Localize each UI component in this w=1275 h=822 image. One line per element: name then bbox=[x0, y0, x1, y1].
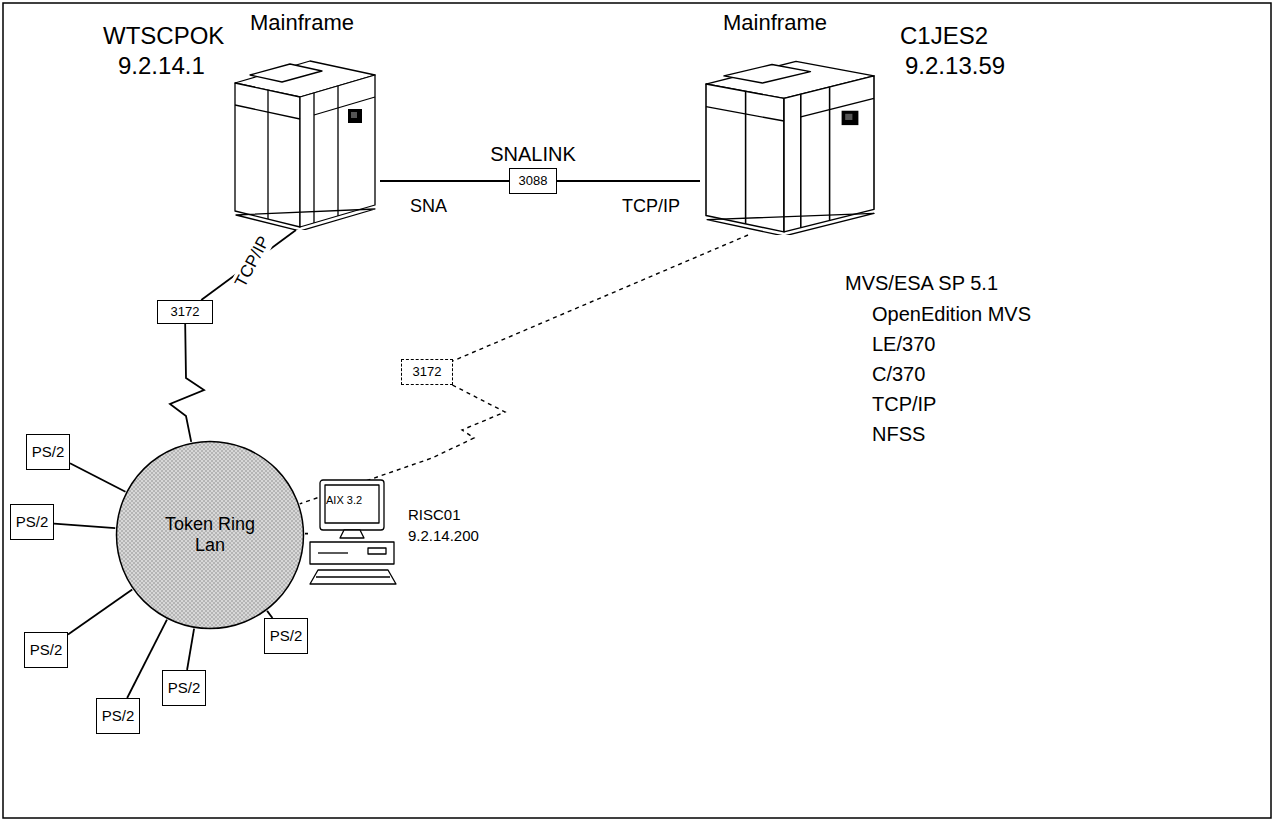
network-link bbox=[54, 524, 115, 528]
mainframe: MainframeC1JES29.2.13.59 bbox=[700, 45, 880, 235]
machine-type: Mainframe bbox=[723, 10, 827, 35]
host-name: C1JES2 bbox=[900, 22, 988, 50]
ip-address: 9.2.14.200 bbox=[408, 527, 479, 544]
controller-box: 3172 bbox=[401, 359, 453, 385]
ring-label: Token Ring Lan bbox=[155, 514, 265, 555]
software-item: LE/370 bbox=[872, 333, 935, 356]
software-item: C/370 bbox=[872, 363, 925, 386]
link-name: SNALINK bbox=[490, 143, 576, 166]
workstation: AIX 3.2RISC019.2.14.200 bbox=[308, 478, 398, 588]
token-ring: Token Ring Lan bbox=[115, 440, 305, 630]
box-label: PS/2 bbox=[168, 679, 201, 696]
mainframe: MainframeWTSCPOK9.2.14.1 bbox=[230, 45, 380, 230]
link-protocol: TCP/IP bbox=[230, 231, 275, 292]
network-link bbox=[305, 533, 308, 535]
network-link bbox=[380, 180, 509, 182]
workstation-box: PS/2 bbox=[162, 670, 206, 706]
software-item: NFSS bbox=[872, 423, 925, 446]
network-link bbox=[557, 180, 700, 182]
network-link bbox=[187, 629, 194, 670]
box-label: PS/2 bbox=[102, 707, 135, 724]
mainframe-illustration bbox=[230, 45, 380, 230]
box-label: 3088 bbox=[519, 174, 548, 189]
software-item: TCP/IP bbox=[872, 393, 936, 416]
mainframe-illustration bbox=[700, 45, 880, 235]
workstation-box: PS/2 bbox=[24, 632, 68, 668]
machine-type: Mainframe bbox=[250, 10, 354, 35]
frame-border bbox=[3, 3, 1271, 818]
software-item: MVS/ESA SP 5.1 bbox=[845, 272, 998, 295]
host-name: WTSCPOK bbox=[103, 22, 224, 50]
network-link bbox=[201, 230, 296, 300]
box-label: PS/2 bbox=[32, 443, 65, 460]
box-label: 3172 bbox=[171, 305, 200, 320]
workstation-box: PS/2 bbox=[10, 504, 54, 540]
box-label: PS/2 bbox=[30, 641, 63, 658]
ip-address: 9.2.13.59 bbox=[905, 52, 1005, 80]
workstation-box: PS/2 bbox=[264, 618, 308, 654]
network-link bbox=[68, 590, 132, 635]
box-label: PS/2 bbox=[270, 627, 303, 644]
controller-box: 3172 bbox=[157, 300, 213, 324]
screen-text: AIX 3.2 bbox=[326, 494, 362, 507]
link-protocol: SNA bbox=[408, 196, 449, 217]
ip-address: 9.2.14.1 bbox=[118, 52, 205, 80]
software-item: OpenEdition MVS bbox=[872, 303, 1031, 326]
link-protocol: TCP/IP bbox=[620, 196, 682, 217]
host-name: RISC01 bbox=[408, 506, 461, 523]
box-label: 3172 bbox=[413, 365, 442, 380]
network-link bbox=[170, 324, 204, 442]
network-link bbox=[267, 611, 272, 618]
network-link bbox=[70, 463, 125, 491]
workstation-box: PS/2 bbox=[96, 698, 140, 734]
network-link bbox=[127, 620, 167, 698]
workstation-box: PS/2 bbox=[26, 434, 70, 470]
planned-link bbox=[453, 235, 748, 361]
box-label: PS/2 bbox=[16, 513, 49, 530]
controller-box: 3088 bbox=[509, 168, 557, 194]
